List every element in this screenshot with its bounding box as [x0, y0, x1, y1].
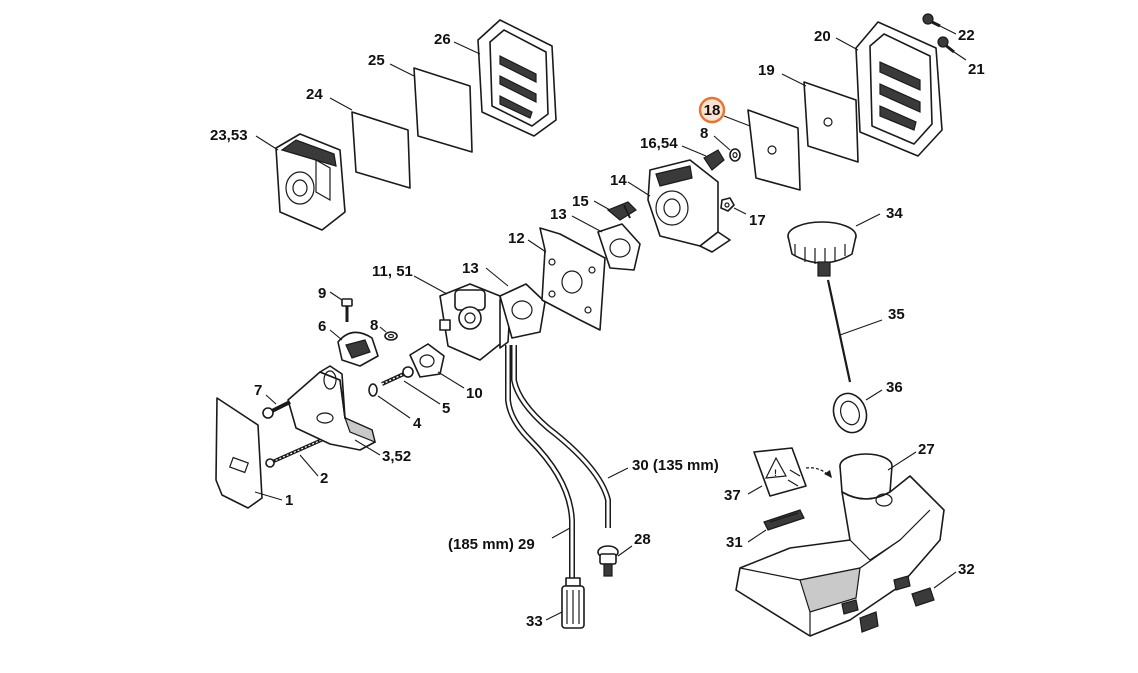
part-33-fuel-filter[interactable] [545, 577, 585, 629]
part-25-filter[interactable] [389, 63, 473, 153]
part-15-screw[interactable] [593, 200, 637, 221]
callout-18[interactable]: 18 [704, 102, 721, 119]
callout-27[interactable]: 27 [918, 441, 935, 458]
part-8-washer-a[interactable] [379, 326, 398, 341]
highlight-marker-18[interactable]: 18 [698, 96, 726, 124]
part-28-fitting[interactable] [597, 545, 633, 577]
part-26-cover[interactable] [453, 19, 557, 137]
callout-34[interactable]: 34 [886, 205, 903, 222]
callout-16[interactable]: 16,54 [640, 135, 678, 152]
warning-glyph: ! [774, 468, 777, 478]
part-8-washer-b[interactable] [713, 135, 741, 162]
part-20-cover[interactable] [835, 21, 943, 157]
part-19-filter[interactable] [781, 73, 859, 163]
part-4-washer[interactable] [368, 383, 411, 419]
callout-22[interactable]: 22 [958, 27, 975, 44]
part-21-screw[interactable] [937, 36, 967, 61]
part-18-filter[interactable] [723, 109, 801, 191]
part-27-fuel-tank[interactable] [735, 451, 945, 637]
part-7-screw[interactable] [262, 394, 291, 419]
callout-10[interactable]: 10 [466, 385, 483, 402]
callout-3[interactable]: 3,52 [382, 448, 411, 465]
part-3-mount[interactable] [287, 365, 381, 456]
callout-33[interactable]: 33 [526, 613, 543, 630]
part-22-screw[interactable] [922, 13, 957, 35]
callout-1[interactable]: 1 [285, 492, 293, 509]
callout-37[interactable]: 37 [724, 487, 741, 504]
callout-28[interactable]: 28 [634, 531, 651, 548]
callout-8a[interactable]: 8 [370, 317, 378, 334]
part-10-gasket[interactable] [409, 343, 465, 389]
callout-35[interactable]: 35 [888, 306, 905, 323]
part-13-gasket-b[interactable] [571, 215, 641, 271]
part-36-ring[interactable] [828, 389, 883, 438]
callout-20[interactable]: 20 [814, 28, 831, 45]
part-24-filter[interactable] [329, 97, 411, 189]
part-16-valve[interactable] [681, 145, 725, 171]
part-9-screw[interactable] [329, 291, 353, 322]
callout-6[interactable]: 6 [318, 318, 326, 335]
callout-4[interactable]: 4 [413, 415, 422, 432]
callout-11[interactable]: 11, 51 [372, 263, 413, 280]
part-29-fuel-line[interactable] [505, 345, 575, 578]
part-30-fuel-line[interactable] [511, 345, 629, 528]
callout-25[interactable]: 25 [368, 52, 385, 69]
callout-14[interactable]: 14 [610, 172, 627, 189]
part-37-warning-label[interactable]: ! [747, 447, 807, 497]
part-31-rubber-mount[interactable] [747, 509, 805, 543]
callout-23[interactable]: 23,53 [210, 127, 248, 144]
part-23-housing[interactable] [255, 133, 346, 231]
callout-13a[interactable]: 13 [462, 260, 479, 277]
callout-24[interactable]: 24 [306, 86, 323, 103]
callout-9[interactable]: 9 [318, 285, 326, 302]
callout-32[interactable]: 32 [958, 561, 975, 578]
part-34-fuel-cap[interactable] [787, 213, 881, 277]
callout-26[interactable]: 26 [434, 31, 451, 48]
callout-30[interactable]: 30 (135 mm) [632, 457, 719, 474]
callout-21[interactable]: 21 [968, 61, 985, 78]
part-12-plate[interactable] [527, 227, 606, 331]
callout-2[interactable]: 2 [320, 470, 328, 487]
part-13-gasket-a[interactable] [485, 267, 546, 339]
callout-29[interactable]: (185 mm) 29 [448, 536, 535, 553]
part-14-filter-base[interactable] [627, 159, 731, 253]
callout-15[interactable]: 15 [572, 193, 589, 210]
callout-13b[interactable]: 13 [550, 206, 567, 223]
part-2-screw[interactable] [265, 436, 327, 477]
part-6-lever[interactable] [329, 329, 379, 367]
part-5-bolt[interactable] [381, 366, 441, 405]
callout-17[interactable]: 17 [749, 212, 766, 229]
part-32-rubber-mounts[interactable] [841, 571, 957, 633]
callout-19[interactable]: 19 [758, 62, 775, 79]
callout-8b[interactable]: 8 [700, 125, 708, 142]
part-17-nut[interactable] [720, 197, 747, 215]
callout-31[interactable]: 31 [726, 534, 743, 551]
callout-5[interactable]: 5 [442, 400, 450, 417]
part-35-tether[interactable] [826, 279, 883, 383]
part-1-gasket[interactable] [215, 397, 283, 509]
direction-arrow [805, 467, 833, 479]
callout-12[interactable]: 12 [508, 230, 525, 247]
part-11-carburetor[interactable] [413, 275, 511, 361]
callout-7[interactable]: 7 [254, 382, 262, 399]
callout-36[interactable]: 36 [886, 379, 903, 396]
